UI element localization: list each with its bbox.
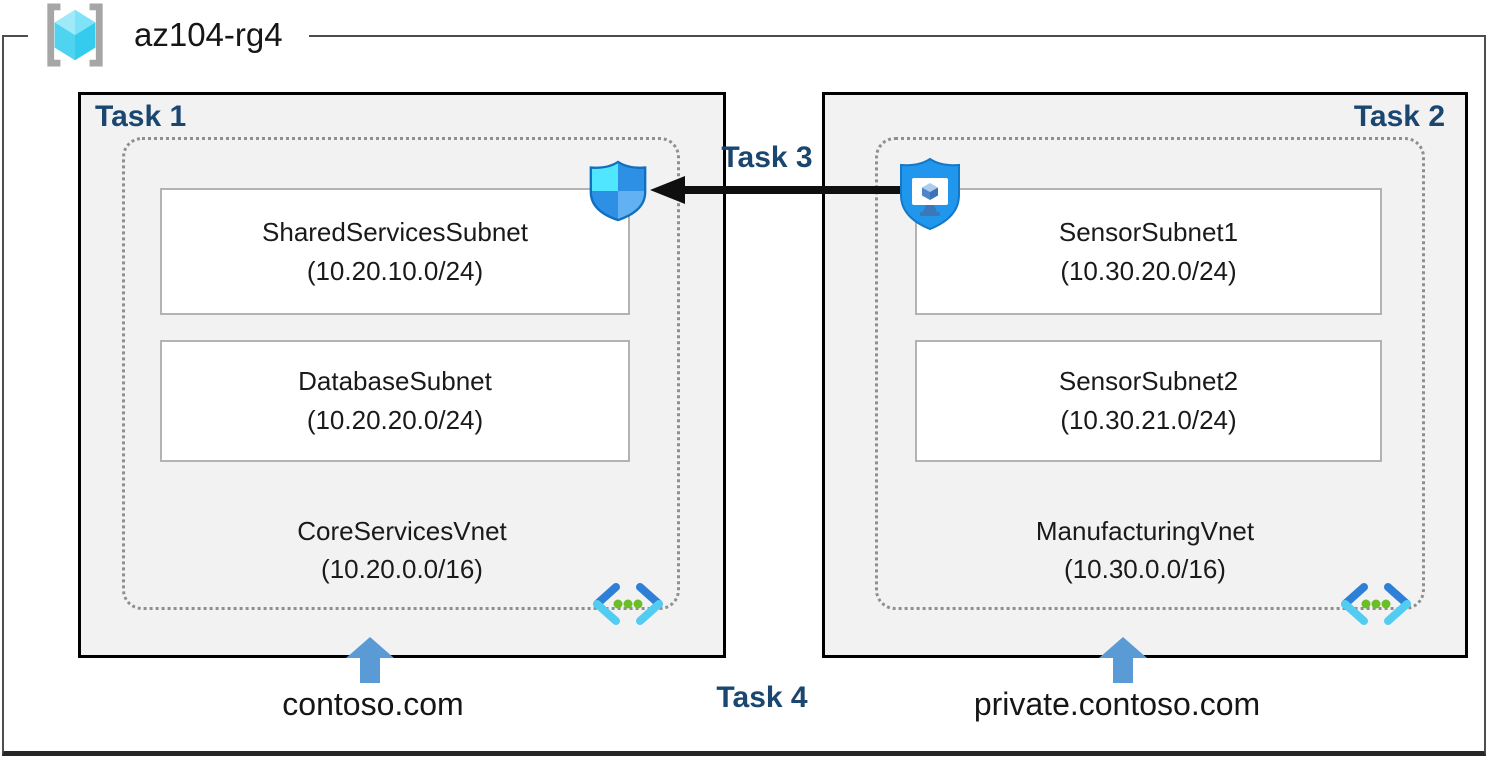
subnet-name: SharedServicesSubnet [262, 216, 528, 247]
left-arrow-icon [650, 176, 900, 204]
virtual-network-icon [593, 583, 663, 625]
network-security-group-icon [589, 160, 647, 222]
manufacturing-vnet-boundary [875, 137, 1425, 610]
vnet-name: CoreServicesVnet [297, 516, 507, 546]
task4-label: Task 4 [716, 681, 808, 714]
task1-label: Task 1 [95, 100, 187, 133]
vnet-cidr: (10.20.0.0/16) [321, 554, 483, 584]
subnet-name: SensorSubnet1 [1058, 216, 1239, 247]
vnet-name: ManufacturingVnet [1035, 516, 1255, 546]
task2-label: Task 2 [1353, 100, 1445, 133]
resource-group-frame [2, 35, 1486, 756]
private-contoso-dns-label: private.contoso.com [973, 686, 1261, 722]
resource-group-legend: az104-rg4 [28, 0, 309, 70]
subnet-cidr: (10.30.20.0/24) [1060, 255, 1237, 286]
core-services-vnet-boundary [122, 137, 680, 610]
subnet-name: SensorSubnet2 [1058, 366, 1239, 396]
contoso-dns-label: contoso.com [282, 686, 464, 722]
resource-group-icon [47, 3, 103, 67]
task3-label: Task 3 [721, 141, 813, 174]
subnet-name: DatabaseSubnet [298, 366, 492, 396]
sensor-subnet2-box: SensorSubnet2 (10.30.21.0/24) [915, 340, 1382, 462]
subnet-cidr: (10.20.10.0/24) [306, 255, 484, 286]
manufacturing-vnet-label: ManufacturingVnet (10.30.0.0/16) [825, 512, 1465, 588]
bastion-shield-icon [900, 157, 960, 231]
core-services-vnet-label: CoreServicesVnet (10.20.0.0/16) [81, 512, 723, 588]
sensor-subnet1-box: SensorSubnet1 (10.30.20.0/24) [915, 188, 1382, 315]
virtual-network-icon [1341, 583, 1411, 625]
database-subnet-box: DatabaseSubnet (10.20.20.0/24) [160, 340, 630, 462]
resource-group-name: az104-rg4 [134, 16, 283, 53]
shared-services-subnet-box: SharedServicesSubnet (10.20.10.0/24) [160, 188, 630, 315]
vnet-cidr: (10.30.0.0/16) [1064, 554, 1226, 584]
subnet-cidr: (10.20.20.0/24) [306, 405, 484, 435]
task2-box: Task 2 SensorSubnet1 (10.30.20.0/24) Sen… [822, 92, 1468, 658]
subnet-cidr: (10.30.21.0/24) [1060, 405, 1237, 435]
up-arrow-icon [1099, 637, 1147, 683]
up-arrow-icon [346, 637, 394, 683]
